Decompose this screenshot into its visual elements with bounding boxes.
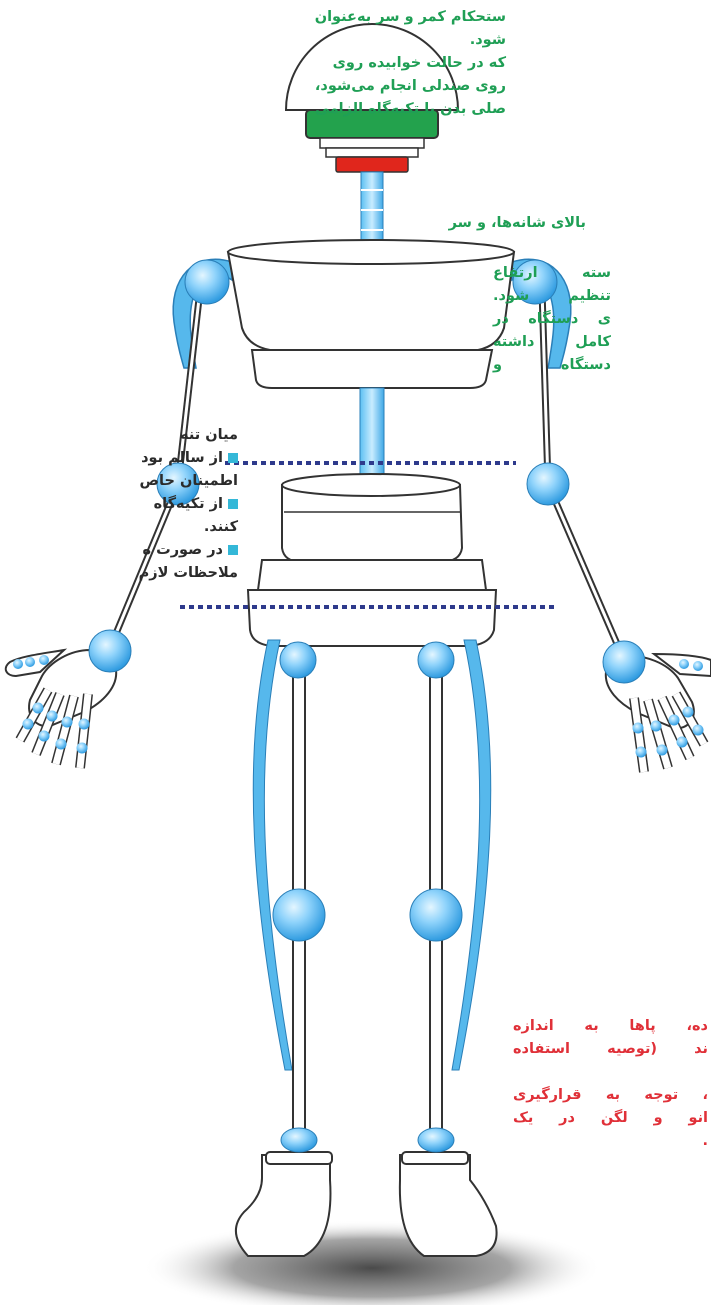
waist (248, 474, 496, 646)
left-knee-joint (273, 889, 325, 941)
midtorso-item: از تکیه‌گاه (154, 496, 223, 512)
midtorso-heading: میان تنه (148, 424, 238, 447)
torso-annotation-line: دستگاه و (493, 354, 611, 377)
shoulder-annotation: بالای شانه‌ها، و سر (449, 212, 586, 235)
neck-band-red (336, 157, 408, 172)
legs-annotation-line: ند (توصیه استفاده (513, 1038, 708, 1061)
midtorso-item: کنند. (148, 516, 238, 539)
shoulder-annotation-line: بالای شانه‌ها، و سر (449, 212, 586, 235)
legs-annotation: ده، پاها به اندازه ند (توصیه استفاده ، ت… (513, 1015, 708, 1153)
legs-annotation-line: انو و لگن در یک (513, 1107, 708, 1130)
midtorso-item: ملاحظات لازم (148, 562, 238, 585)
head-annotation-line: ستحکام کمر و سر به‌عنوان (315, 6, 506, 29)
torso-annotation-line: تنظیم شود. (493, 285, 611, 308)
torso-annotation-line: ی دستگاه در (493, 308, 611, 331)
midtorso-item: اطمینان حاص (148, 470, 238, 493)
torso-annotation-line: سته ارتفاع (493, 262, 611, 285)
torso-annotation-line: کامل داشته (493, 331, 611, 354)
right-knee-joint (410, 889, 462, 941)
right-ankle-joint (418, 1128, 454, 1152)
right-leg (430, 640, 491, 1135)
spine (360, 388, 384, 488)
legs-annotation-line (513, 1061, 708, 1084)
right-elbow-joint (527, 463, 569, 505)
head-annotation-line: روی صندلی انجام می‌شود، (315, 75, 506, 98)
head-annotation-line: شود. (315, 29, 506, 52)
floor-shadow (142, 1220, 602, 1305)
torso-annotation: سته ارتفاع تنظیم شود. ی دستگاه در کامل د… (493, 262, 611, 377)
left-shoulder-joint (185, 260, 229, 304)
bullet-marker (228, 453, 238, 463)
left-wrist-joint (89, 630, 131, 672)
bullet-marker (228, 545, 238, 555)
midtorso-item: در صورت ه (143, 542, 223, 558)
right-hip-joint (418, 642, 454, 678)
left-leg (253, 640, 305, 1135)
midtorso-item: از سالم بود (141, 450, 223, 466)
left-foot (236, 1155, 331, 1256)
left-ankle-joint (281, 1128, 317, 1152)
legs-annotation-line: . (513, 1130, 708, 1153)
chest (228, 240, 514, 388)
head-annotation: ستحکام کمر و سر به‌عنوان شود. که در حالت… (315, 6, 506, 121)
legs-annotation-line: ، توجه به قرارگیری (513, 1084, 708, 1107)
bullet-marker (228, 499, 238, 509)
right-wrist-joint (603, 641, 645, 683)
right-foot (400, 1155, 497, 1256)
head-annotation-line: که در حالت خوابیده روی (315, 52, 506, 75)
legs-annotation-line: ده، پاها به اندازه (513, 1015, 708, 1038)
left-hip-joint (280, 642, 316, 678)
midtorso-annotation: میان تنه از سالم بود اطمینان حاص از تکیه… (148, 424, 238, 585)
head-annotation-line: صلی بدن با تکیه‌گاه الزامی (315, 98, 506, 121)
